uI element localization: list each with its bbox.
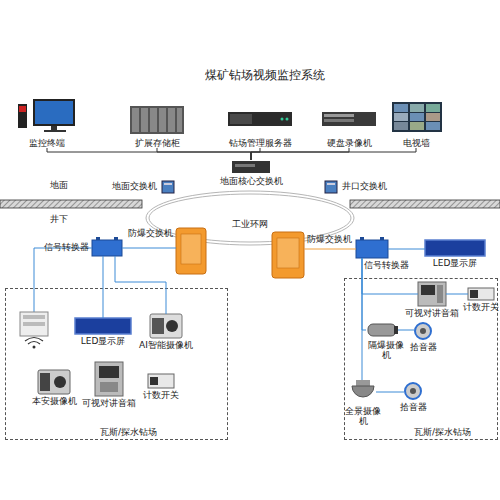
pc-icon — [18, 100, 74, 132]
connector-line — [362, 258, 363, 380]
wireless-device — [20, 248, 92, 349]
connector-line — [362, 258, 418, 294]
node-label: 全景摄像机 — [344, 406, 382, 426]
camera-node: 本安摄像机 — [38, 370, 70, 394]
node-label: 井口交换机 — [342, 181, 387, 191]
ring-line — [146, 191, 354, 245]
switch-icons — [162, 161, 337, 193]
explosion-switch-node: 防爆交换机 — [176, 228, 206, 274]
recorder-node: 硬盘录像机 — [316, 108, 382, 148]
node-label: 隔爆摄像机 — [367, 340, 405, 360]
node-label: 防爆交换机 — [128, 228, 173, 238]
counter-node: 计数开关 — [468, 288, 494, 300]
counter-node: 计数开关 — [148, 374, 174, 388]
zone-label: 井下 — [50, 214, 68, 224]
dvr-icon — [322, 112, 376, 126]
intercom-node: 可视对讲音箱 — [95, 362, 123, 396]
node-label: LED显示屏 — [433, 258, 478, 268]
node-label: 工业环网 — [145, 219, 355, 229]
connector-line — [388, 249, 425, 250]
camera-icons — [38, 314, 398, 397]
converter-node: 信号转换器 — [92, 240, 122, 256]
tv-wall-icon — [392, 102, 442, 132]
storage-node: 扩展存储柜 — [124, 104, 190, 148]
terminal-node: 监控终端 — [14, 98, 80, 148]
connector-line — [103, 256, 104, 318]
node-label: 硬盘录像机 — [327, 138, 372, 148]
counter-switch-icons — [148, 288, 494, 388]
connector-line — [446, 294, 468, 295]
connector-line — [115, 256, 166, 314]
node-label: 钻场管理服务器 — [229, 138, 292, 148]
camera-node: AI智能摄像机 — [150, 314, 182, 338]
intercom-node: 可视对讲音箱 — [418, 282, 446, 306]
pickup-node: 拾音器 — [404, 382, 422, 400]
node-label: 计数开关 — [463, 302, 499, 312]
server-node: 钻场管理服务器 — [222, 108, 298, 148]
node-label: AI智能摄像机 — [139, 340, 193, 350]
led-node: LED显示屏 — [425, 240, 485, 256]
pickup-icons — [405, 323, 431, 399]
explosion-proof-switch — [176, 228, 304, 278]
converter-node: 信号转换器 — [356, 240, 388, 258]
connector-line — [251, 148, 349, 160]
node-label: 扩展存储柜 — [135, 138, 180, 148]
node-label: 防爆交换机 — [307, 234, 352, 244]
node-label: 监控终端 — [29, 138, 65, 148]
connector-line — [47, 148, 251, 160]
led-screen — [75, 240, 485, 334]
node-label: 计数开关 — [143, 390, 179, 400]
zone-label: 地面 — [50, 180, 68, 190]
connector-line — [251, 148, 416, 160]
node-label: 瓦斯/探水钻场 — [100, 427, 157, 437]
connector-line — [122, 248, 176, 249]
switch-node: 地面交换机 — [160, 180, 176, 194]
camera-node: 隔爆摄像机 — [366, 322, 398, 338]
tv-wall-node: 电视墙 — [386, 100, 446, 148]
connector-line — [398, 330, 414, 331]
led-node: LED显示屏 — [75, 318, 131, 334]
node-label: 拾音器 — [400, 402, 427, 412]
node-label: 电视墙 — [403, 138, 430, 148]
core-switch-node: 地面核心交换机 — [232, 160, 270, 174]
camera-node: 全景摄像机 — [350, 380, 376, 404]
site-group: 瓦斯/探水钻场LED显示屏AI智能摄像机本安摄像机可视对讲音箱计数开关 — [5, 288, 228, 440]
node-label: 信号转换器 — [364, 260, 409, 270]
node-label: 可视对讲音箱 — [405, 308, 459, 318]
node-label: 地面交换机 — [112, 181, 157, 191]
node-label: 瓦斯/探水钻场 — [414, 427, 471, 437]
node-label: 可视对讲音箱 — [82, 398, 136, 408]
connector-line — [251, 148, 260, 160]
site-group: 瓦斯/探水钻场可视对讲音箱计数开关隔爆摄像机拾音器全景摄像机拾音器 — [344, 278, 498, 440]
diagram-title: 煤矿钻场视频监控系统 — [165, 68, 365, 82]
switch-node: 井口交换机 — [323, 180, 339, 194]
connector-line — [376, 392, 404, 393]
explosion-switch-node: 防爆交换机 — [272, 232, 304, 278]
pickup-node: 拾音器 — [414, 322, 432, 340]
intercom-icons — [95, 282, 446, 396]
node-label: 本安摄像机 — [32, 396, 77, 406]
connector-line — [157, 148, 251, 160]
connector-line — [304, 249, 356, 250]
connector-line — [362, 258, 366, 330]
rack-icon — [130, 106, 184, 134]
node-label: 信号转换器 — [44, 242, 89, 252]
node-label: LED显示屏 — [81, 336, 126, 346]
node-label: 地面核心交换机 — [220, 176, 283, 186]
ground-band — [0, 200, 500, 208]
server-icon — [228, 112, 292, 126]
node-label: 拾音器 — [410, 342, 437, 352]
